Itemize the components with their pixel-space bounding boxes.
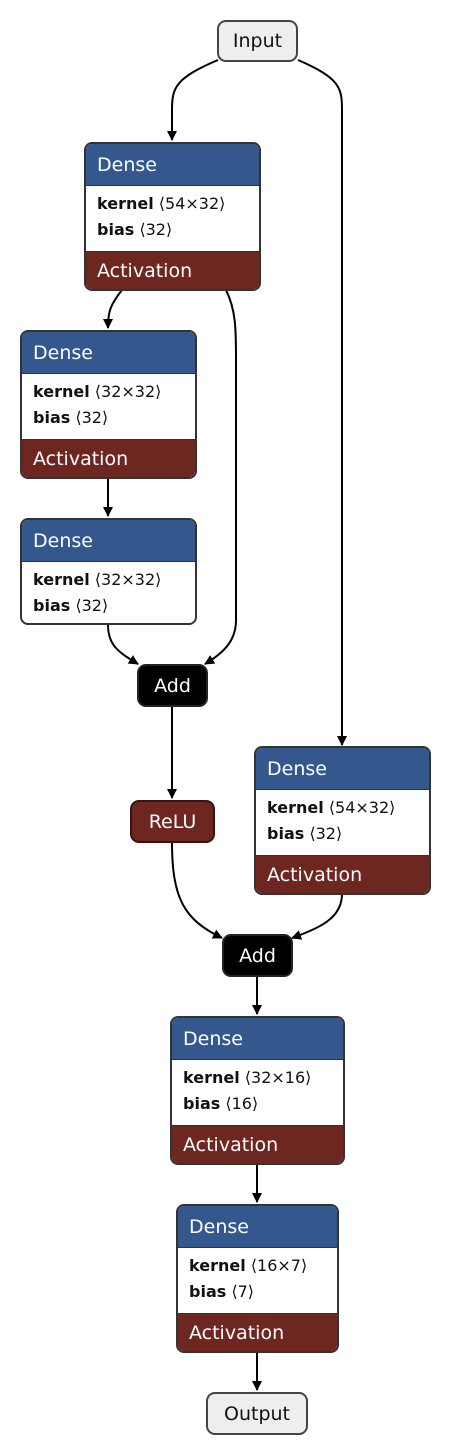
input-node[interactable]: Input xyxy=(217,20,298,62)
kernel-shape: ⟨54×32⟩ xyxy=(328,798,396,817)
add-node-2[interactable]: Add xyxy=(222,934,293,977)
bias-shape: ⟨16⟩ xyxy=(225,1094,259,1113)
dense-params: kernel ⟨16×7⟩ bias ⟨7⟩ xyxy=(178,1248,337,1313)
activation-footer: Activation xyxy=(172,1125,343,1163)
relu-label: ReLU xyxy=(148,810,197,833)
output-node[interactable]: Output xyxy=(206,1392,308,1435)
edge-dense1-dense2 xyxy=(103,289,123,329)
edge-relu-add2 xyxy=(171,841,223,939)
bias-label: bias xyxy=(97,220,135,239)
dense-header: Dense xyxy=(22,332,195,374)
dense-header: Dense xyxy=(86,144,259,186)
bias-label: bias xyxy=(183,1094,221,1113)
add-node-1[interactable]: Add xyxy=(137,664,208,707)
kernel-label: kernel xyxy=(189,1256,246,1275)
edge-dense1-add1 xyxy=(204,289,237,665)
bias-shape: ⟨32⟩ xyxy=(309,824,343,843)
kernel-label: kernel xyxy=(97,194,154,213)
bias-label: bias xyxy=(33,408,71,427)
dense-header: Dense xyxy=(22,520,195,562)
edge-input-dense1 xyxy=(167,59,219,141)
kernel-shape: ⟨54×32⟩ xyxy=(158,194,226,213)
activation-footer: Activation xyxy=(86,251,259,289)
kernel-label: kernel xyxy=(267,798,324,817)
activation-footer: Activation xyxy=(22,439,195,477)
edge-dense4-add2 xyxy=(291,893,343,940)
bias-shape: ⟨32⟩ xyxy=(75,596,109,615)
dense-params: kernel ⟨32×16⟩ bias ⟨16⟩ xyxy=(172,1060,343,1125)
kernel-label: kernel xyxy=(33,382,90,401)
dense-layer-4[interactable]: Dense kernel ⟨54×32⟩ bias ⟨32⟩ Activatio… xyxy=(254,746,431,895)
dense-params: kernel ⟨54×32⟩ bias ⟨32⟩ xyxy=(256,790,429,855)
dense-layer-2[interactable]: Dense kernel ⟨32×32⟩ bias ⟨32⟩ Activatio… xyxy=(20,330,197,479)
dense-params: kernel ⟨32×32⟩ bias ⟨32⟩ xyxy=(22,562,195,623)
dense-header: Dense xyxy=(256,748,429,790)
dense-layer-1[interactable]: Dense kernel ⟨54×32⟩ bias ⟨32⟩ Activatio… xyxy=(84,142,261,291)
kernel-label: kernel xyxy=(33,570,90,589)
relu-node[interactable]: ReLU xyxy=(130,800,215,843)
output-label: Output xyxy=(224,1402,290,1425)
bias-shape: ⟨32⟩ xyxy=(139,220,173,239)
edge-dense3-add1 xyxy=(107,624,139,665)
add-label: Add xyxy=(239,944,276,967)
kernel-shape: ⟨32×32⟩ xyxy=(94,382,162,401)
kernel-shape: ⟨16×7⟩ xyxy=(250,1256,308,1275)
activation-footer: Activation xyxy=(256,855,429,893)
bias-label: bias xyxy=(267,824,305,843)
dense-layer-6[interactable]: Dense kernel ⟨16×7⟩ bias ⟨7⟩ Activation xyxy=(176,1204,339,1353)
bias-label: bias xyxy=(33,596,71,615)
bias-shape: ⟨32⟩ xyxy=(75,408,109,427)
add-label: Add xyxy=(154,674,191,697)
dense-header: Dense xyxy=(172,1018,343,1060)
edge-input-dense4 xyxy=(297,59,347,746)
bias-label: bias xyxy=(189,1282,227,1301)
dense-layer-3[interactable]: Dense kernel ⟨32×32⟩ bias ⟨32⟩ xyxy=(20,518,197,625)
kernel-label: kernel xyxy=(183,1068,240,1087)
bias-shape: ⟨7⟩ xyxy=(231,1282,255,1301)
input-label: Input xyxy=(232,30,283,52)
dense-layer-5[interactable]: Dense kernel ⟨32×16⟩ bias ⟨16⟩ Activatio… xyxy=(170,1016,345,1165)
kernel-shape: ⟨32×32⟩ xyxy=(94,570,162,589)
dense-params: kernel ⟨54×32⟩ bias ⟨32⟩ xyxy=(86,186,259,251)
dense-params: kernel ⟨32×32⟩ bias ⟨32⟩ xyxy=(22,374,195,439)
kernel-shape: ⟨32×16⟩ xyxy=(244,1068,312,1087)
activation-footer: Activation xyxy=(178,1313,337,1351)
dense-header: Dense xyxy=(178,1206,337,1248)
